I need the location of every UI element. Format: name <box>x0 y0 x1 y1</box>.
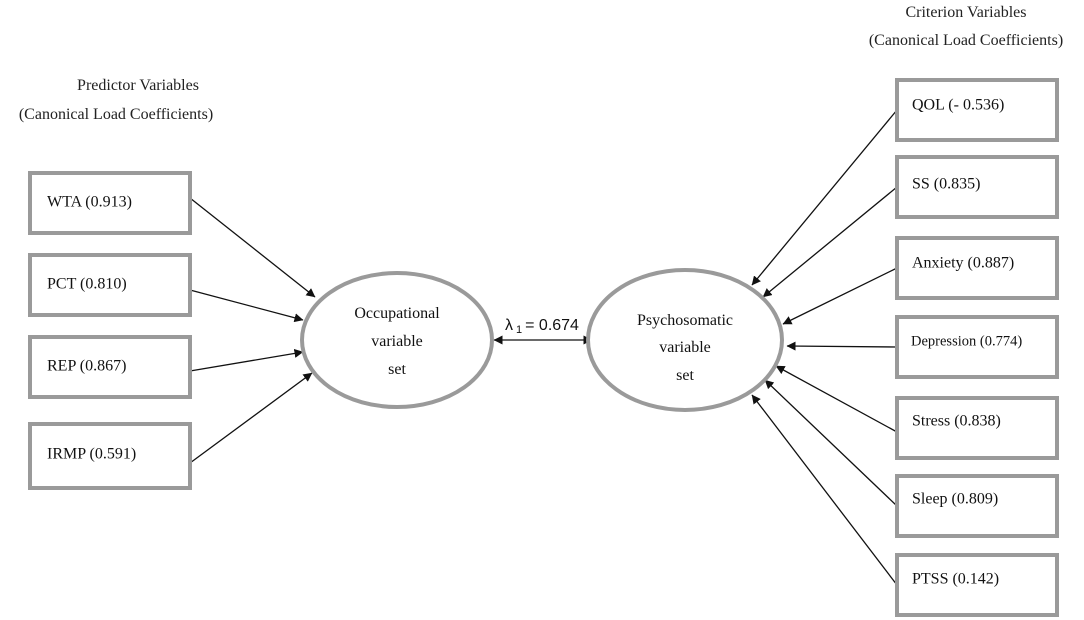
lambda-symbol: λ <box>505 317 513 334</box>
criterion-label: Stress (0.838) <box>912 413 1001 430</box>
occupational-set-line3: set <box>388 361 406 378</box>
criterion-label: Sleep (0.809) <box>912 491 998 508</box>
criterion-arrows <box>751 109 898 586</box>
psychosomatic-set-line3: set <box>676 367 694 384</box>
predictor-heading-line1: Predictor Variables <box>77 77 199 94</box>
predictor-label: REP (0.867) <box>47 358 126 375</box>
criterion-box-anxiety: Anxiety (0.887) <box>895 236 1059 300</box>
arrow-pct-to-occupational <box>189 289 304 323</box>
arrow-sleep-to-psychosomatic <box>764 379 898 507</box>
lambda-value: = 0.674 <box>525 317 579 334</box>
predictor-arrows <box>189 197 316 464</box>
criterion-label: SS (0.835) <box>912 176 980 193</box>
arrow-depression-to-psychosomatic <box>786 341 898 351</box>
occupational-set-line1: Occupational <box>354 305 440 322</box>
criterion-box-qol: QOL (- 0.536) <box>895 78 1059 142</box>
arrow-ptss-to-psychosomatic <box>751 394 898 586</box>
arrow-wta-to-occupational <box>189 197 316 298</box>
predictor-label: PCT (0.810) <box>47 276 127 293</box>
predictor-label: WTA (0.913) <box>47 194 132 211</box>
criterion-label: Anxiety (0.887) <box>912 255 1014 272</box>
occupational-set-line2: variable <box>371 333 423 350</box>
arrow-rep-to-occupational <box>189 348 304 372</box>
criterion-box-depression: Depression (0.774) <box>895 315 1059 379</box>
criterion-label: Depression (0.774) <box>911 333 1022 349</box>
predictor-label: IRMP (0.591) <box>47 446 136 463</box>
lambda-subscript: 1 <box>516 324 522 336</box>
arrow-ss-to-psychosomatic <box>762 186 898 298</box>
predictor-box-irmp: IRMP (0.591) <box>28 422 192 490</box>
occupational-variable-set: Occupational variable set <box>300 271 494 409</box>
predictor-box-pct: PCT (0.810) <box>28 253 192 317</box>
criterion-box-ptss: PTSS (0.142) <box>895 553 1059 617</box>
predictor-heading-line2: (Canonical Load Coefficients) <box>19 106 213 123</box>
psychosomatic-set-line1: Psychosomatic <box>637 312 733 329</box>
criterion-box-stress: Stress (0.838) <box>895 396 1059 460</box>
psychosomatic-set-line2: variable <box>659 339 711 356</box>
criterion-box-sleep: Sleep (0.809) <box>895 474 1059 538</box>
arrow-irmp-to-occupational <box>189 372 313 464</box>
criterion-heading: Criterion Variables (Canonical Load Coef… <box>869 4 1063 49</box>
predictor-box-rep: REP (0.867) <box>28 335 192 399</box>
arrow-anxiety-to-psychosomatic <box>782 267 898 325</box>
criterion-heading-line2: (Canonical Load Coefficients) <box>869 32 1063 49</box>
arrow-stress-to-psychosomatic <box>775 365 898 433</box>
criterion-label: QOL (- 0.536) <box>912 97 1004 114</box>
psychosomatic-variable-set: Psychosomatic variable set <box>586 268 784 412</box>
predictor-heading: Predictor Variables (Canonical Load Coef… <box>19 77 213 123</box>
criterion-box-ss: SS (0.835) <box>895 155 1059 219</box>
arrow-qol-to-psychosomatic <box>751 109 898 286</box>
predictor-box-wta: WTA (0.913) <box>28 171 192 235</box>
criterion-heading-line1: Criterion Variables <box>905 4 1026 21</box>
criterion-label: PTSS (0.142) <box>912 571 999 588</box>
